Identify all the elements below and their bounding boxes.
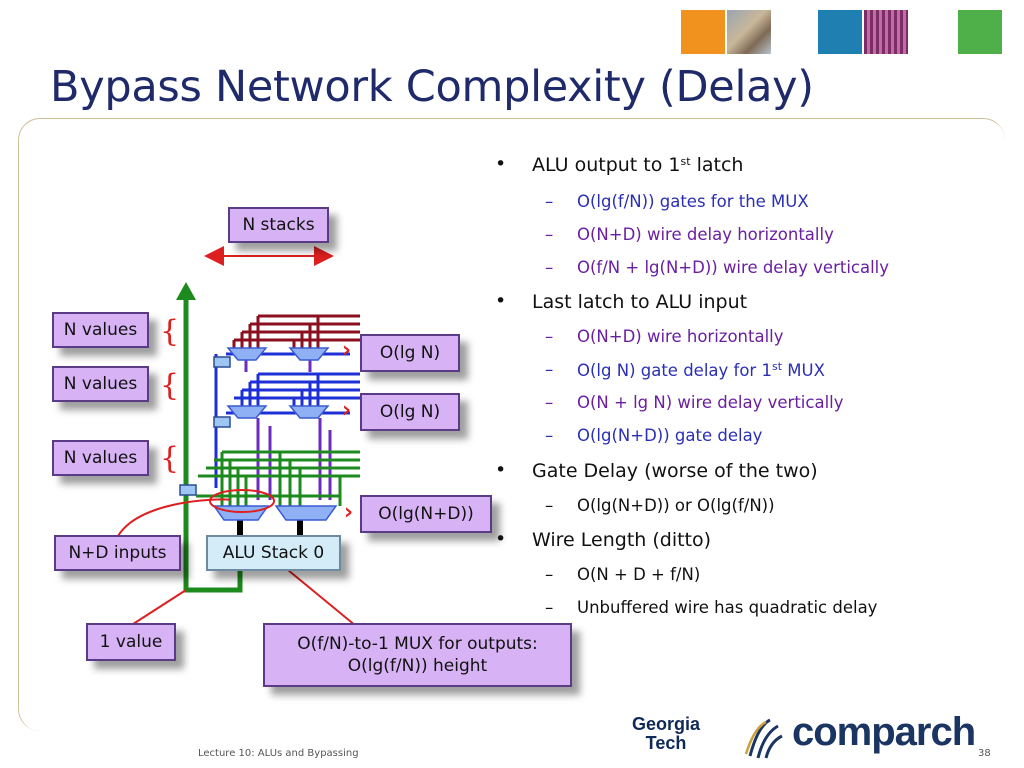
n-values-label-2: N values xyxy=(52,366,149,402)
delay-arrow-1: › xyxy=(342,338,352,363)
mux-label-pointer xyxy=(287,569,357,627)
olgn-label-1: O(lg N) xyxy=(360,334,460,372)
latch-2 xyxy=(213,416,231,428)
footer-lecture: Lecture 10: ALUs and Bypassing xyxy=(198,748,359,759)
olgn-label-2: O(lg N) xyxy=(360,393,460,431)
delay-arrow-2: › xyxy=(342,398,352,423)
olgnd-label: O(lg(N+D)) xyxy=(360,495,492,533)
delay-arrow-3: › xyxy=(344,500,354,525)
georgia-tech-logo: Georgia Tech xyxy=(632,714,701,753)
blue-square-decoration xyxy=(818,10,862,54)
one-value-label: 1 value xyxy=(86,623,176,661)
photo-thumbnail-building xyxy=(727,10,771,54)
mux-1a xyxy=(226,347,268,361)
nd-inputs-label: N+D inputs xyxy=(54,535,181,571)
n-values-label-1: N values xyxy=(52,312,149,348)
latch-3 xyxy=(179,484,197,496)
mux-2b xyxy=(288,405,330,419)
n-values-label-3: N values xyxy=(52,440,149,476)
green-square-decoration xyxy=(958,10,1002,54)
alu-stack-label: ALU Stack 0 xyxy=(206,535,341,571)
page-number: 38 xyxy=(978,748,991,759)
slide-title: Bypass Network Complexity (Delay) xyxy=(50,62,814,112)
content-frame xyxy=(18,118,1005,731)
latch-1 xyxy=(213,356,231,368)
brace-1: { xyxy=(160,314,180,349)
brace-3: { xyxy=(160,441,180,476)
mux-outputs-label: O(f/N)-to-1 MUX for outputs: O(lg(f/N)) … xyxy=(263,623,572,687)
mux-3a xyxy=(212,505,270,521)
photo-thumbnail-chip xyxy=(864,10,908,54)
gt-swirl-icon xyxy=(744,718,783,759)
comparch-logo: comparch xyxy=(792,710,976,754)
mux-outputs-line1: O(f/N)-to-1 MUX for outputs: xyxy=(297,634,538,654)
input-highlight-ellipse xyxy=(209,489,275,513)
mux-1b xyxy=(288,347,330,361)
mux-3b xyxy=(274,505,338,521)
output-bus-arrowhead xyxy=(176,282,196,300)
n-stacks-label: N stacks xyxy=(228,207,329,243)
mux-outputs-line2: O(lg(f/N)) height xyxy=(347,656,488,676)
brace-2: { xyxy=(160,368,180,403)
orange-square-decoration xyxy=(681,10,725,54)
mux-2a xyxy=(226,405,268,419)
one-value-pointer xyxy=(129,589,187,627)
nd-inputs-pointer xyxy=(117,498,231,537)
